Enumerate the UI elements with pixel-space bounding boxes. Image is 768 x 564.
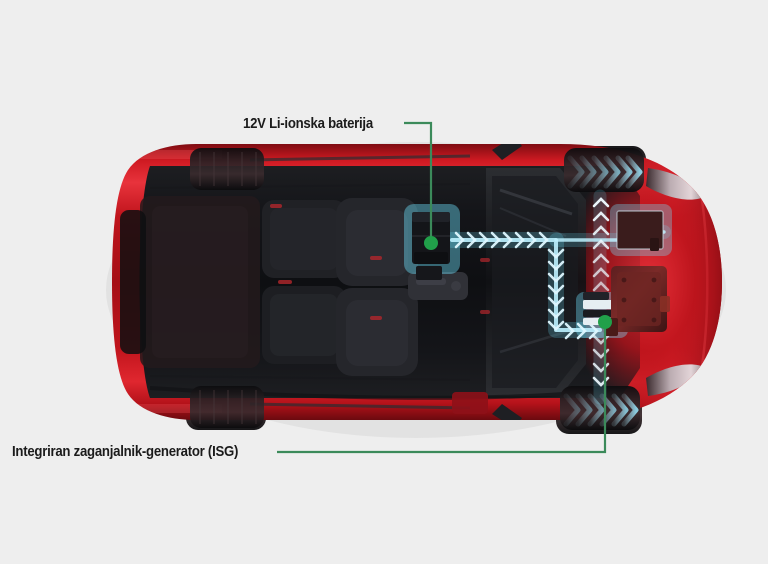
callout-label-isg: Integriran zaganjalnik-generator (ISG) (12, 443, 239, 460)
component-engine-block (604, 266, 670, 336)
flow-arrows-isg-to-front-right-wheel (592, 197, 610, 292)
leader-line-battery (404, 121, 438, 250)
wheel-chevrons-front-right (567, 155, 643, 189)
headlights (646, 168, 706, 396)
leader-line-isg (277, 315, 612, 454)
flow-arrows-junction-down (547, 248, 565, 331)
component-power-control-module (616, 210, 664, 251)
leader-dot-battery (424, 236, 438, 250)
flow-arrows-battery-to-junction (454, 231, 549, 249)
callout-label-battery: 12V Li-ionska baterija (243, 115, 373, 132)
flow-arrows-into-isg (564, 322, 599, 340)
leader-dot-isg (598, 315, 612, 329)
